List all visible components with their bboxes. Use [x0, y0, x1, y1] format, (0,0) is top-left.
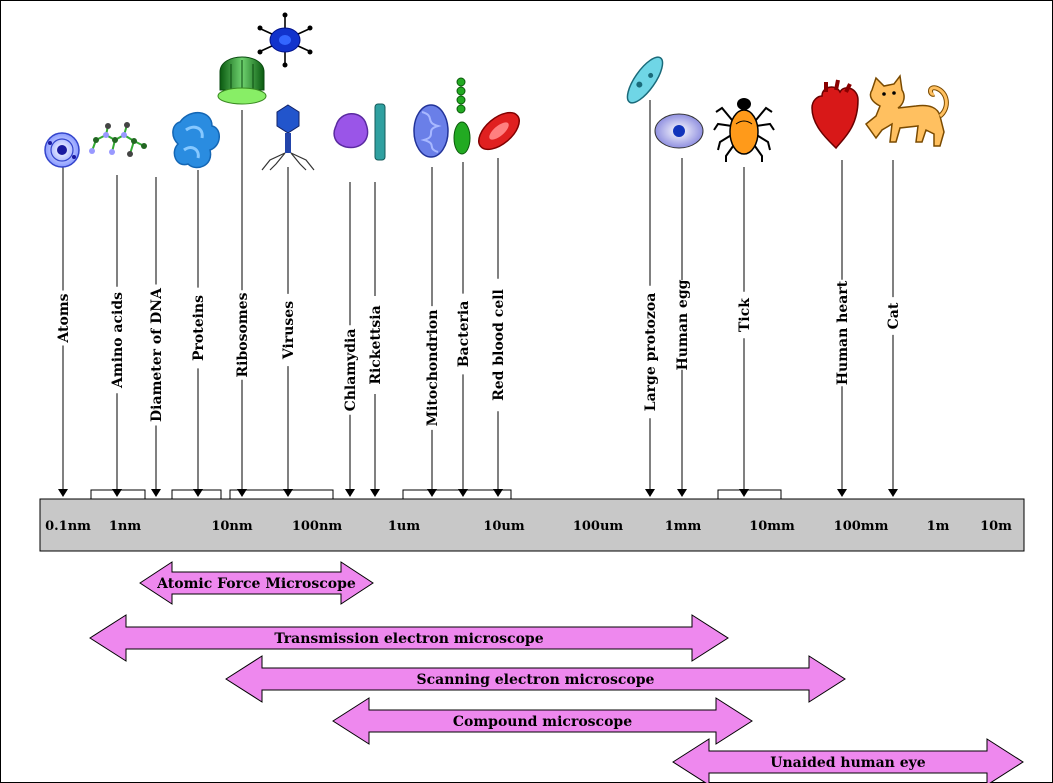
- label-bacteria: Bacteria: [456, 301, 472, 368]
- bracket-amino-dna: [90, 489, 146, 500]
- specimen-rickettsia: Rickettsia: [368, 182, 384, 497]
- tick-icon: [713, 98, 775, 162]
- label-amino-acids: Amino acids: [110, 292, 126, 389]
- specimen-cat: Cat: [886, 160, 902, 497]
- label-atoms: Atoms: [56, 293, 72, 343]
- scale-tick-1nm: 1nm: [109, 519, 141, 534]
- range-label-transmission-electron-microscope: Transmission electron microscope: [274, 631, 543, 647]
- range-label-atomic-force-microscope: Atomic Force Microscope: [156, 576, 356, 592]
- range-label-compound-microscope: Compound microscope: [453, 714, 632, 730]
- label-large-protozoa: Large protozoa: [643, 293, 659, 412]
- label-human-heart: Human heart: [835, 280, 851, 385]
- specimen-human-heart: Human heart: [835, 160, 851, 497]
- bracket-cells: [402, 489, 512, 500]
- label-proteins: Proteins: [191, 295, 207, 361]
- heart-icon: [811, 79, 859, 150]
- label-human-egg: Human egg: [675, 279, 691, 370]
- bacteria-icon: [453, 77, 471, 155]
- red-blood-cell-icon: [478, 111, 520, 151]
- bacteriophage-virus-icon: [261, 104, 315, 171]
- chlamydia-icon: [333, 113, 369, 149]
- label-diameter-of-dna: Diameter of DNA: [149, 287, 165, 422]
- ribosome-icon: [217, 56, 267, 105]
- label-tick: Tick: [737, 298, 753, 332]
- bracket-tick: [717, 489, 782, 500]
- scale-tick-100mm: 100mm: [834, 519, 889, 534]
- protozoa-icon: [626, 56, 664, 104]
- protein-icon: [172, 112, 220, 169]
- bracket-group: [90, 489, 782, 500]
- specimen-group: Atoms Amino acids Diameter of DNA Proteins R…: [56, 100, 902, 497]
- specimen-diameter-of-dna: Diameter of DNA: [149, 177, 165, 497]
- specimen-amino-acids: Amino acids: [110, 175, 126, 497]
- scale-tick-labels: 0.1nm 1nm 10nm 100nm 1um 10um 100um 1mm 10mm 100m…: [45, 519, 1012, 534]
- scale-tick-0-1nm: 0.1nm: [45, 519, 91, 534]
- range-arrow-unaided-human-eye: [672, 738, 1024, 783]
- specimen-bacteria: Bacteria: [456, 162, 472, 497]
- label-ribosomes: Ribosomes: [235, 292, 251, 377]
- range-scanning-electron-microscope: Scanning electron microscope: [225, 655, 846, 703]
- scale-tick-100um: 100um: [573, 519, 624, 534]
- amino-acid-molecule-icon: [89, 122, 147, 157]
- range-arrow-scanning-electron-microscope: [225, 655, 846, 703]
- atom-icon: [44, 132, 80, 168]
- specimen-red-blood-cell: Red blood cell: [491, 158, 507, 497]
- scale-tick-1um: 1um: [388, 519, 420, 534]
- virus-particle-icon: [257, 12, 313, 68]
- range-arrow-compound-microscope: [332, 697, 753, 745]
- label-mitochondrion: Mitochondrion: [425, 310, 441, 427]
- scale-tick-1m: 1m: [927, 519, 950, 534]
- specimen-ribosomes: Ribosomes: [235, 110, 251, 497]
- mitochondrion-icon: [413, 104, 449, 158]
- specimen-mitochondrion: Mitochondrion: [425, 167, 441, 497]
- range-label-scanning-electron-microscope: Scanning electron microscope: [417, 672, 655, 688]
- range-arrow-atomic-force-microscope: [139, 561, 374, 605]
- range-compound-microscope: Compound microscope: [332, 697, 753, 745]
- specimen-viruses: Viruses: [281, 167, 297, 497]
- specimen-tick: Tick: [737, 167, 753, 497]
- range-unaided-human-eye: Unaided human eye: [672, 738, 1024, 783]
- specimen-chlamydia: Chlamydia: [343, 182, 359, 497]
- range-arrow-transmission-electron-microscope: [89, 614, 729, 662]
- bracket-proteins: [171, 489, 222, 500]
- scale-tick-10m: 10m: [980, 519, 1012, 534]
- scale-tick-10um: 10um: [483, 519, 525, 534]
- label-red-blood-cell: Red blood cell: [491, 289, 507, 401]
- label-viruses: Viruses: [281, 301, 297, 360]
- label-rickettsia: Rickettsia: [368, 305, 384, 384]
- bracket-ribosome-virus: [229, 489, 334, 500]
- range-label-unaided-human-eye: Unaided human eye: [770, 755, 925, 771]
- specimen-human-egg: Human egg: [675, 158, 691, 497]
- cat-icon: [864, 74, 949, 147]
- scale-tick-1mm: 1mm: [665, 519, 702, 534]
- rickettsia-icon: [374, 103, 386, 161]
- scale-tick-10nm: 10nm: [211, 519, 253, 534]
- specimen-atoms: Atoms: [56, 165, 72, 497]
- specimen-proteins: Proteins: [191, 170, 207, 497]
- human-egg-icon: [654, 113, 704, 149]
- label-chlamydia: Chlamydia: [343, 329, 359, 412]
- range-atomic-force-microscope: Atomic Force Microscope: [139, 561, 374, 605]
- scale-tick-100nm: 100nm: [292, 519, 343, 534]
- range-transmission-electron-microscope: Transmission electron microscope: [89, 614, 729, 662]
- specimen-large-protozoa: Large protozoa: [643, 100, 659, 497]
- label-cat: Cat: [886, 302, 902, 329]
- scale-tick-10mm: 10mm: [749, 519, 795, 534]
- scale-bar: [39, 498, 1025, 552]
